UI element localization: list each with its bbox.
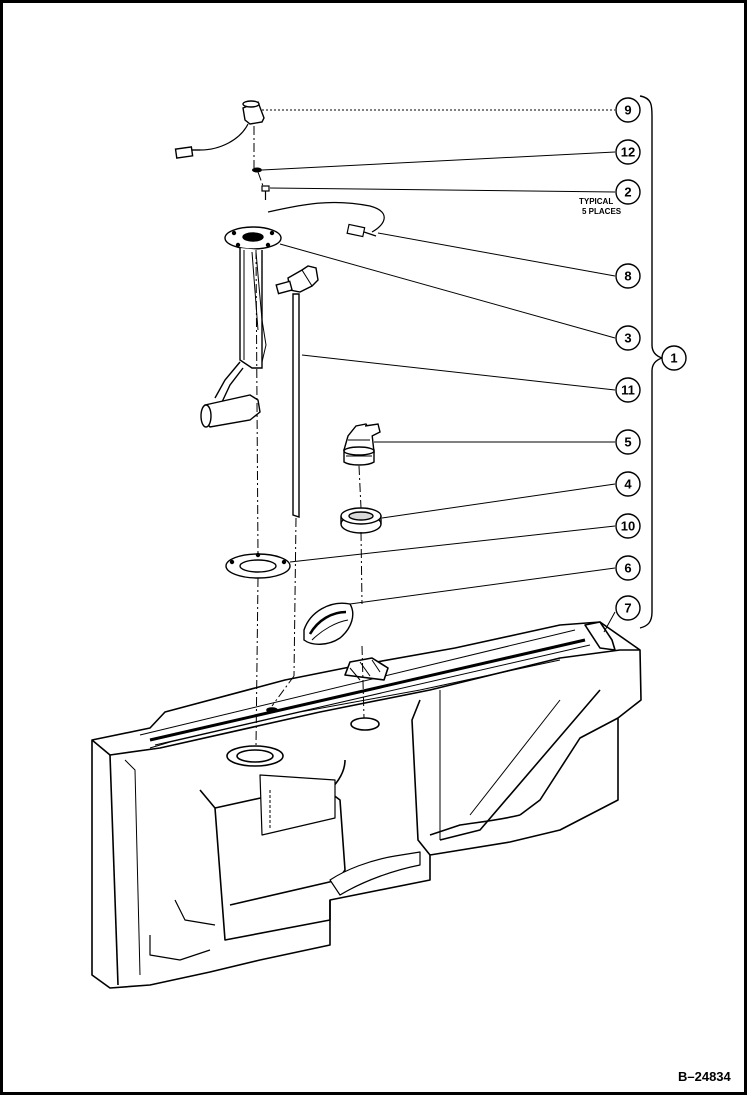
callout-number: 11 bbox=[621, 383, 635, 398]
note-line-2: 5 PLACES bbox=[582, 207, 622, 216]
callout-circle bbox=[615, 179, 641, 205]
callout-12: 12 bbox=[615, 139, 641, 165]
callout-1: 1 bbox=[661, 345, 687, 371]
part-washer-12 bbox=[252, 167, 262, 173]
callout-circle bbox=[615, 325, 641, 351]
callout-circle bbox=[615, 595, 641, 621]
callout-number: 5 bbox=[624, 435, 631, 450]
part-ring-6 bbox=[303, 602, 354, 645]
callout-number: 4 bbox=[624, 477, 632, 492]
callout-11: 11 bbox=[615, 377, 641, 403]
callout-number: 12 bbox=[621, 145, 635, 160]
callout-circle bbox=[615, 555, 641, 581]
callout-circle bbox=[615, 513, 641, 539]
callout-circle bbox=[615, 263, 641, 289]
fuel-tank bbox=[91, 621, 642, 989]
part-sender-3 bbox=[200, 226, 282, 428]
part-screw-2 bbox=[261, 185, 270, 200]
figure-id-label: B–24834 bbox=[678, 1069, 732, 1084]
part-cap-5 bbox=[343, 423, 381, 466]
callout-number: 7 bbox=[624, 601, 631, 616]
callout-circle bbox=[615, 139, 641, 165]
callout-number: 6 bbox=[624, 561, 631, 576]
callout-10: 10 bbox=[615, 513, 641, 539]
callout-number: 1 bbox=[670, 351, 677, 366]
part-seal-4 bbox=[340, 507, 382, 534]
assembly-centerlines bbox=[253, 126, 365, 747]
leader-lines bbox=[261, 109, 616, 633]
callout-8: 8 bbox=[615, 263, 641, 289]
part-gasket-10 bbox=[225, 552, 291, 579]
callout-number: 9 bbox=[624, 103, 631, 118]
part-harness-8 bbox=[267, 201, 385, 238]
note-line-1: TYPICAL bbox=[579, 197, 613, 206]
callout-number: 8 bbox=[624, 269, 631, 284]
part-tube-11 bbox=[275, 265, 319, 518]
assembly-bracket bbox=[639, 95, 665, 629]
callout-4: 4 bbox=[615, 471, 641, 497]
callout-2: 2 bbox=[615, 179, 641, 205]
callout-circle bbox=[615, 97, 641, 123]
callout-circle bbox=[615, 429, 641, 455]
callout-3: 3 bbox=[615, 325, 641, 351]
callout-9: 9 bbox=[615, 97, 641, 123]
callout-circle bbox=[615, 377, 641, 403]
callout-5: 5 bbox=[615, 429, 641, 455]
callout-circle bbox=[615, 471, 641, 497]
callout-number: 2 bbox=[624, 185, 631, 200]
part-connector-9 bbox=[174, 100, 265, 159]
callout-6: 6 bbox=[615, 555, 641, 581]
callout-number: 3 bbox=[624, 331, 631, 346]
callout-7: 7 bbox=[615, 595, 641, 621]
callout-number: 10 bbox=[621, 519, 635, 534]
callout-circle bbox=[661, 345, 687, 371]
